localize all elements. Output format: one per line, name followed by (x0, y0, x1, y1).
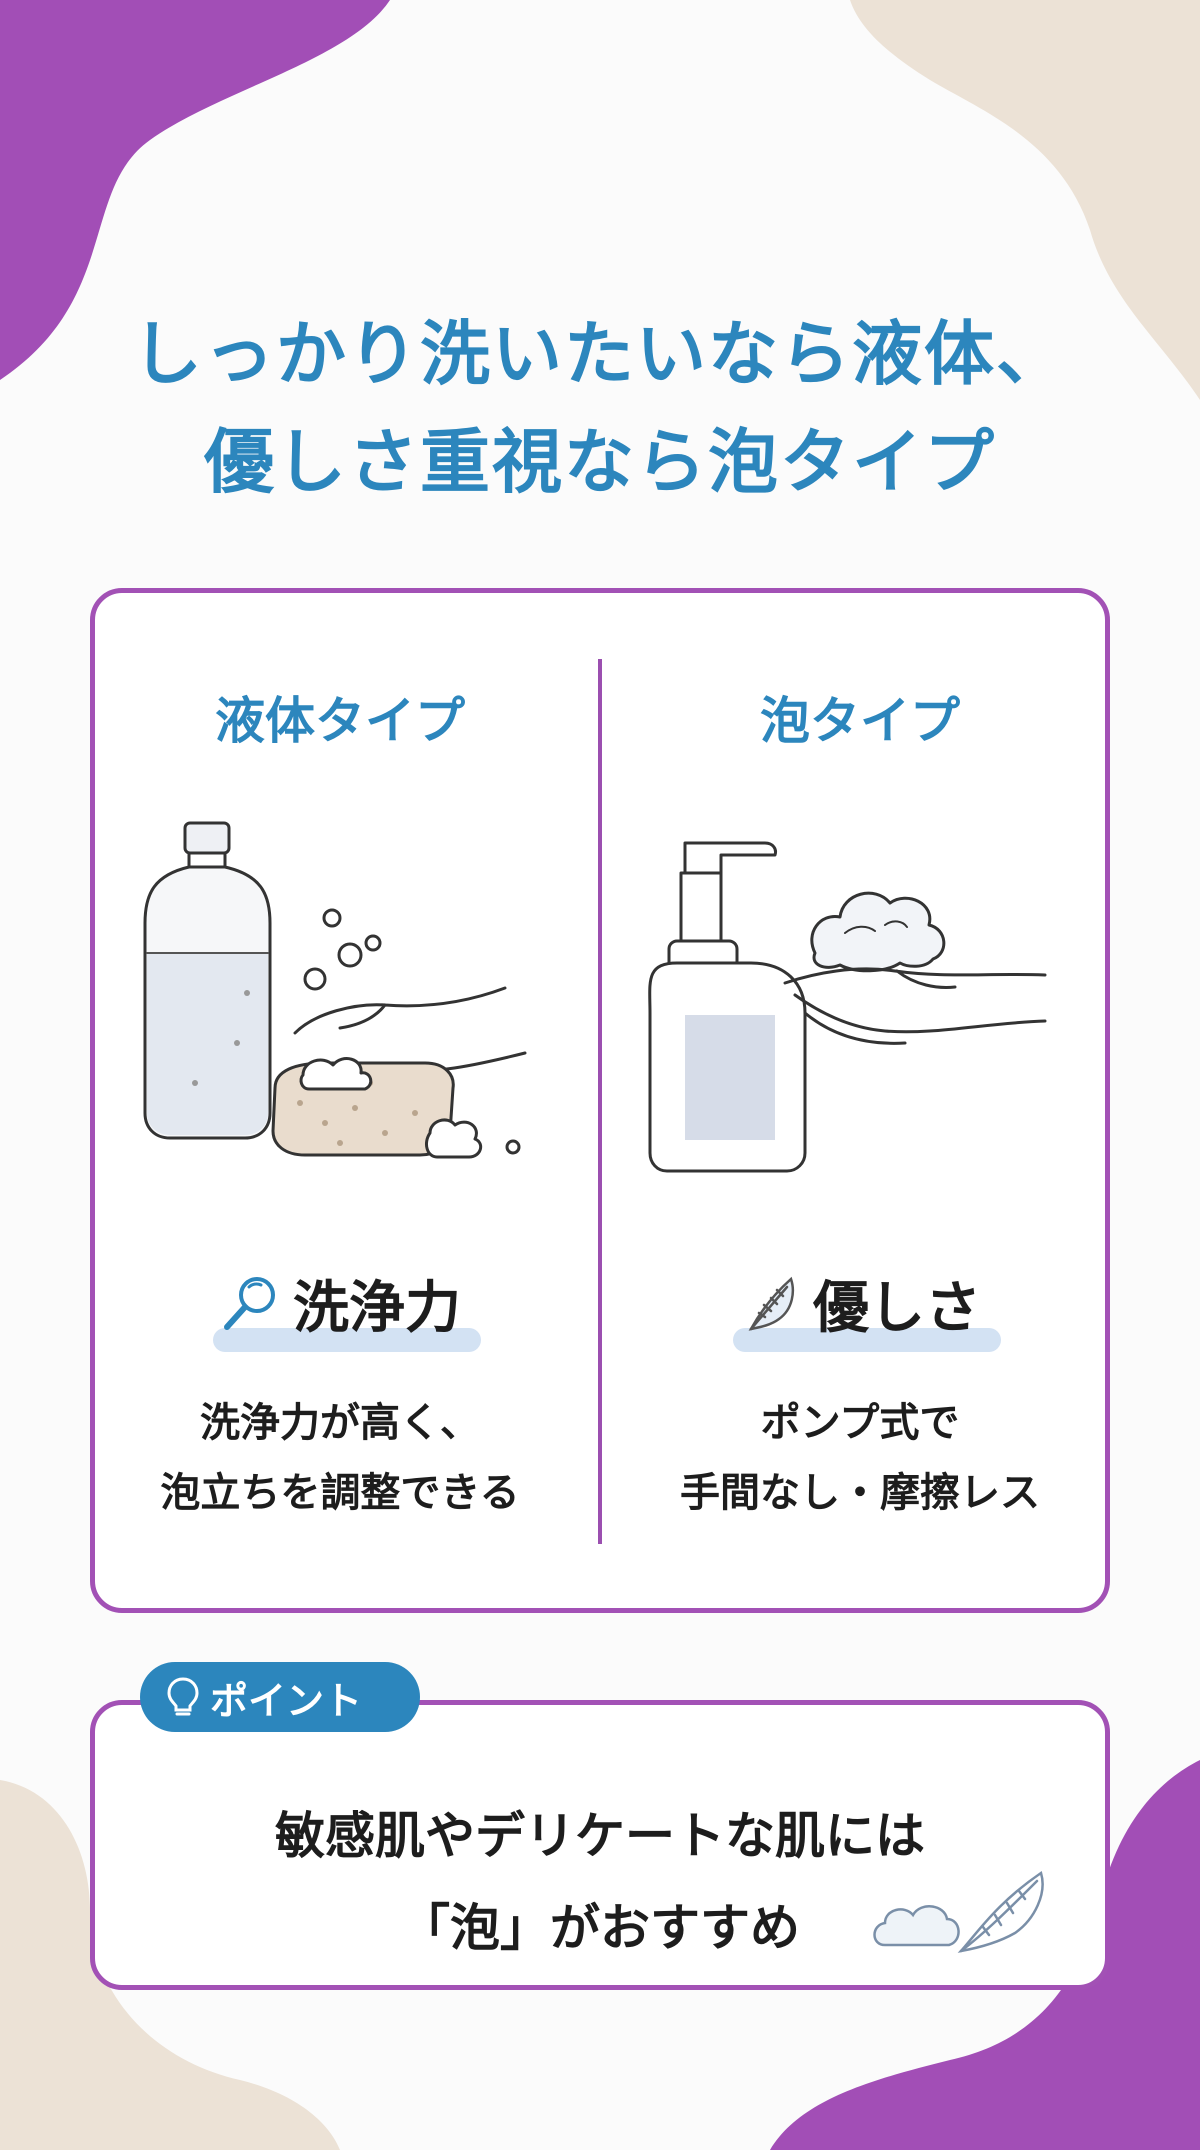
liquid-bottle-icon (143, 821, 272, 1140)
liquid-bottle-sponge-illustration (143, 821, 527, 1159)
foam-icon (810, 891, 946, 973)
purple-blob-top-left (0, 0, 390, 380)
feature-highlight (213, 1327, 481, 1352)
point-line-2: 「泡」がおすすめ (400, 1899, 800, 1957)
lightbulb-icon (167, 1677, 199, 1716)
liquid-feature: 洗浄力 (95, 1258, 585, 1352)
liquid-feature-label: 洗浄力 (293, 1275, 461, 1341)
liquid-desc-line-1: 洗浄力が高く、 (200, 1400, 480, 1446)
page-title: しっかり洗いたいなら液体、 優しさ重視なら泡タイプ (0, 300, 1200, 516)
purple-blob-bottom-right (770, 1760, 1200, 2150)
foam-description: ポンプ式で 手間なし・摩擦レス (615, 1388, 1105, 1528)
liquid-type-column: 液体タイプ (95, 593, 585, 1608)
point-text: 敏感肌やデリケートな肌には 「泡」がおすすめ (95, 1790, 1105, 1974)
beige-blob-top-right (850, 0, 1200, 400)
point-line-1: 敏感肌やデリケートな肌には (275, 1807, 925, 1865)
title-line-1: しっかり洗いたいなら液体、 (132, 313, 1068, 395)
foam-feature-label: 優しさ (813, 1275, 981, 1341)
point-card: 敏感肌やデリケートな肌には 「泡」がおすすめ (90, 1700, 1110, 1990)
beige-blob-bottom-left (0, 1780, 340, 2150)
column-divider (598, 659, 602, 1544)
comparison-card: 液体タイプ (90, 588, 1110, 1613)
feather-icon (748, 1276, 795, 1331)
foam-type-column: 泡タイプ 優し (615, 593, 1105, 1608)
point-badge-label: ポイント (210, 1678, 363, 1723)
pump-bottle-icon (648, 841, 807, 1173)
foam-desc-line-2: 手間なし・摩擦レス (680, 1470, 1040, 1516)
feature-highlight (733, 1327, 1001, 1352)
point-badge: ポイント (140, 1662, 420, 1732)
liquid-desc-line-2: 泡立ちを調整できる (160, 1470, 520, 1516)
foam-desc-line-1: ポンプ式で (760, 1400, 960, 1446)
title-line-2: 優しさ重視なら泡タイプ (204, 421, 996, 503)
cloud-and-feather-icon (873, 1871, 1044, 1953)
foam-pump-illustration (648, 841, 1047, 1173)
magnifier-icon (224, 1277, 275, 1330)
foam-feature: 優しさ (615, 1258, 1105, 1352)
liquid-type-heading: 液体タイプ (215, 692, 465, 750)
foam-type-heading: 泡タイプ (760, 692, 960, 750)
liquid-description: 洗浄力が高く、 泡立ちを調整できる (95, 1388, 585, 1528)
